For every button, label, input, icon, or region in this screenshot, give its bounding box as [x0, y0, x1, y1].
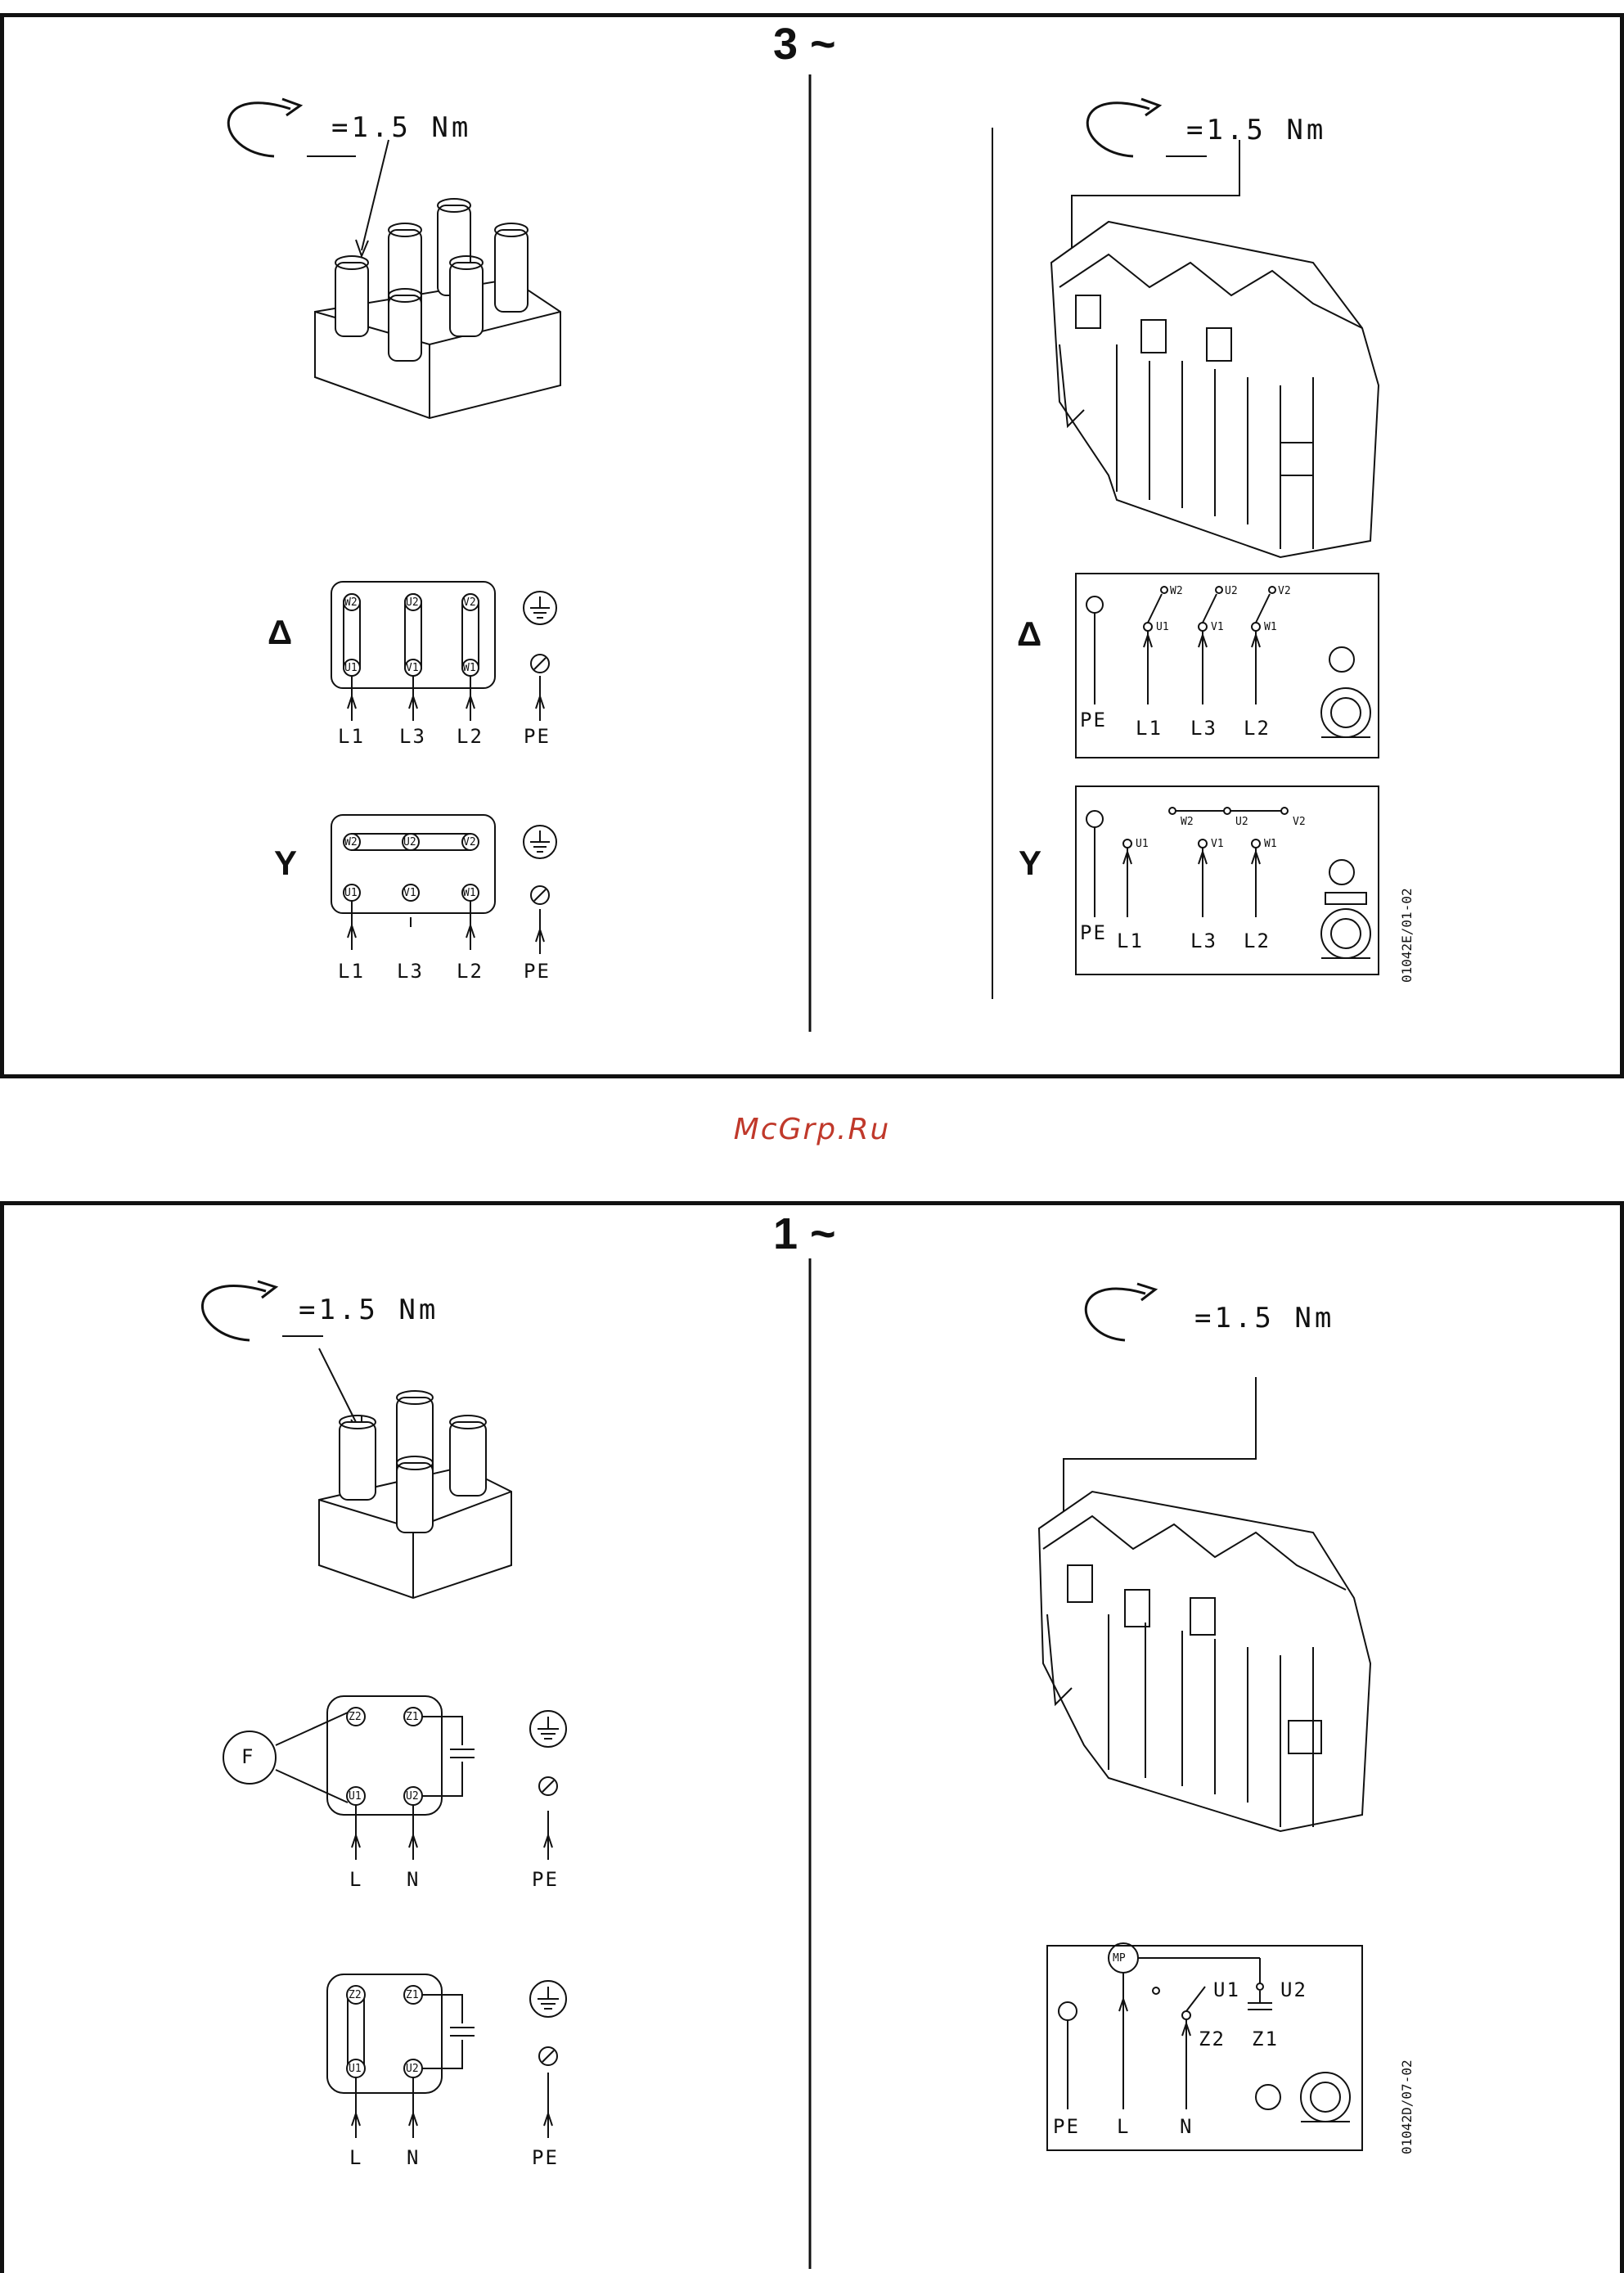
line-label: L — [349, 2146, 362, 2169]
line-label: L1 — [1117, 929, 1144, 952]
single-phase-panel: 1 ~ — [0, 1201, 1624, 2273]
line-label: L3 — [1190, 717, 1217, 740]
single-phase-diagram-a — [223, 1696, 566, 1860]
terminal-label: W1 — [1264, 838, 1277, 850]
terminal-label: Z1 — [406, 1989, 419, 2001]
single-phase-diagram-b — [327, 1974, 566, 2138]
terminal-strip-icon — [1039, 1492, 1370, 1831]
terminal-label: U1 — [1136, 838, 1149, 850]
three-phase-drawing — [4, 17, 1620, 1074]
line-label: L1 — [1136, 717, 1163, 740]
terminal-label: W1 — [1264, 621, 1277, 633]
terminal-label: W2 — [344, 596, 358, 609]
terminal-label: V2 — [463, 596, 476, 609]
torque-label-left: =1.5 Nm — [331, 111, 471, 144]
left-star-diagram — [331, 815, 556, 954]
f-label: F — [241, 1745, 254, 1768]
line-label: L1 — [338, 960, 365, 983]
drawing-code: 01042D/07-02 — [1399, 2059, 1415, 2154]
terminal-label: W1 — [463, 662, 476, 674]
pe-label: PE — [1080, 709, 1107, 731]
terminal-label: V1 — [1211, 838, 1224, 850]
z1-label: Z1 — [1252, 2028, 1279, 2050]
terminal-label: U2 — [1225, 585, 1238, 597]
pump-icon-2 — [1321, 860, 1370, 958]
torque-label-right: =1.5 Nm — [1186, 114, 1326, 146]
terminal-label: V1 — [403, 887, 416, 899]
terminal-label: U2 — [403, 836, 416, 848]
pe-label: PE — [524, 725, 551, 748]
z2-label: Z2 — [1199, 2028, 1226, 2050]
line-label: L — [349, 1868, 362, 1891]
line-label: L — [1117, 2115, 1130, 2138]
drawing-code: 01042E/01-02 — [1399, 888, 1415, 983]
terminal-label: V2 — [463, 836, 476, 848]
line-label: L2 — [457, 960, 484, 983]
three-phase-panel: 3 ~ — [0, 13, 1624, 1078]
terminal-label: Z2 — [349, 1989, 362, 2001]
pe-label: PE — [524, 960, 551, 983]
terminal-label: V1 — [1211, 621, 1224, 633]
delta-symbol-left: Δ — [268, 613, 292, 652]
terminal-label: W2 — [344, 836, 358, 848]
terminal-label: U1 — [344, 887, 358, 899]
star-symbol-right: Y — [1019, 844, 1041, 883]
line-label: L2 — [457, 725, 484, 748]
pe-label: PE — [532, 2146, 559, 2169]
line-label: N — [1180, 2115, 1193, 2138]
line-label: L2 — [1244, 929, 1271, 952]
terminal-label: U2 — [1235, 816, 1248, 828]
mp-label: MP — [1113, 1952, 1126, 1965]
pump-icon — [1256, 2073, 1350, 2122]
single-phase-drawing — [4, 1205, 1620, 2273]
terminal-label: W2 — [1170, 585, 1183, 597]
line-label: N — [407, 2146, 420, 2169]
terminal-label: U1 — [349, 1790, 362, 1803]
torque-label-right: =1.5 Nm — [1194, 1302, 1334, 1335]
terminal-strip-icon — [1051, 222, 1379, 557]
terminal-label: Z2 — [349, 1711, 362, 1723]
terminal-block-6-icon — [315, 199, 560, 418]
terminal-label: U2 — [406, 1790, 419, 1803]
terminal-label: Z1 — [406, 1711, 419, 1723]
pump-icon — [1321, 647, 1370, 737]
pe-label: PE — [1053, 2115, 1080, 2138]
line-label: L2 — [1244, 717, 1271, 740]
terminal-label: U1 — [344, 662, 358, 674]
right-delta-diagram — [1076, 574, 1379, 758]
watermark: McGrp.Ru — [0, 1113, 1624, 1146]
torque-label-left: =1.5 Nm — [299, 1294, 439, 1326]
terminal-label: V2 — [1293, 816, 1306, 828]
terminal-label: U1 — [1156, 621, 1169, 633]
line-label: L1 — [338, 725, 365, 748]
star-symbol-left: Y — [274, 844, 297, 883]
pe-label: PE — [532, 1868, 559, 1891]
terminal-label: U2 — [406, 596, 419, 609]
terminal-label: W2 — [1181, 816, 1194, 828]
terminal-label: V2 — [1278, 585, 1291, 597]
left-delta-diagram — [331, 582, 556, 721]
line-label: L3 — [397, 960, 424, 983]
line-label: N — [407, 1868, 420, 1891]
terminal-label: W1 — [463, 887, 476, 899]
line-label: L3 — [399, 725, 426, 748]
delta-symbol-right: Δ — [1017, 614, 1041, 654]
u1-label: U1 — [1213, 1978, 1240, 2001]
line-label: L3 — [1190, 929, 1217, 952]
pe-label: PE — [1080, 921, 1107, 944]
u2-label: U2 — [1280, 1978, 1307, 2001]
terminal-label: U1 — [349, 2063, 362, 2075]
terminal-block-4-icon — [319, 1391, 511, 1598]
terminal-label: U2 — [406, 2063, 419, 2075]
terminal-label: V1 — [406, 662, 419, 674]
